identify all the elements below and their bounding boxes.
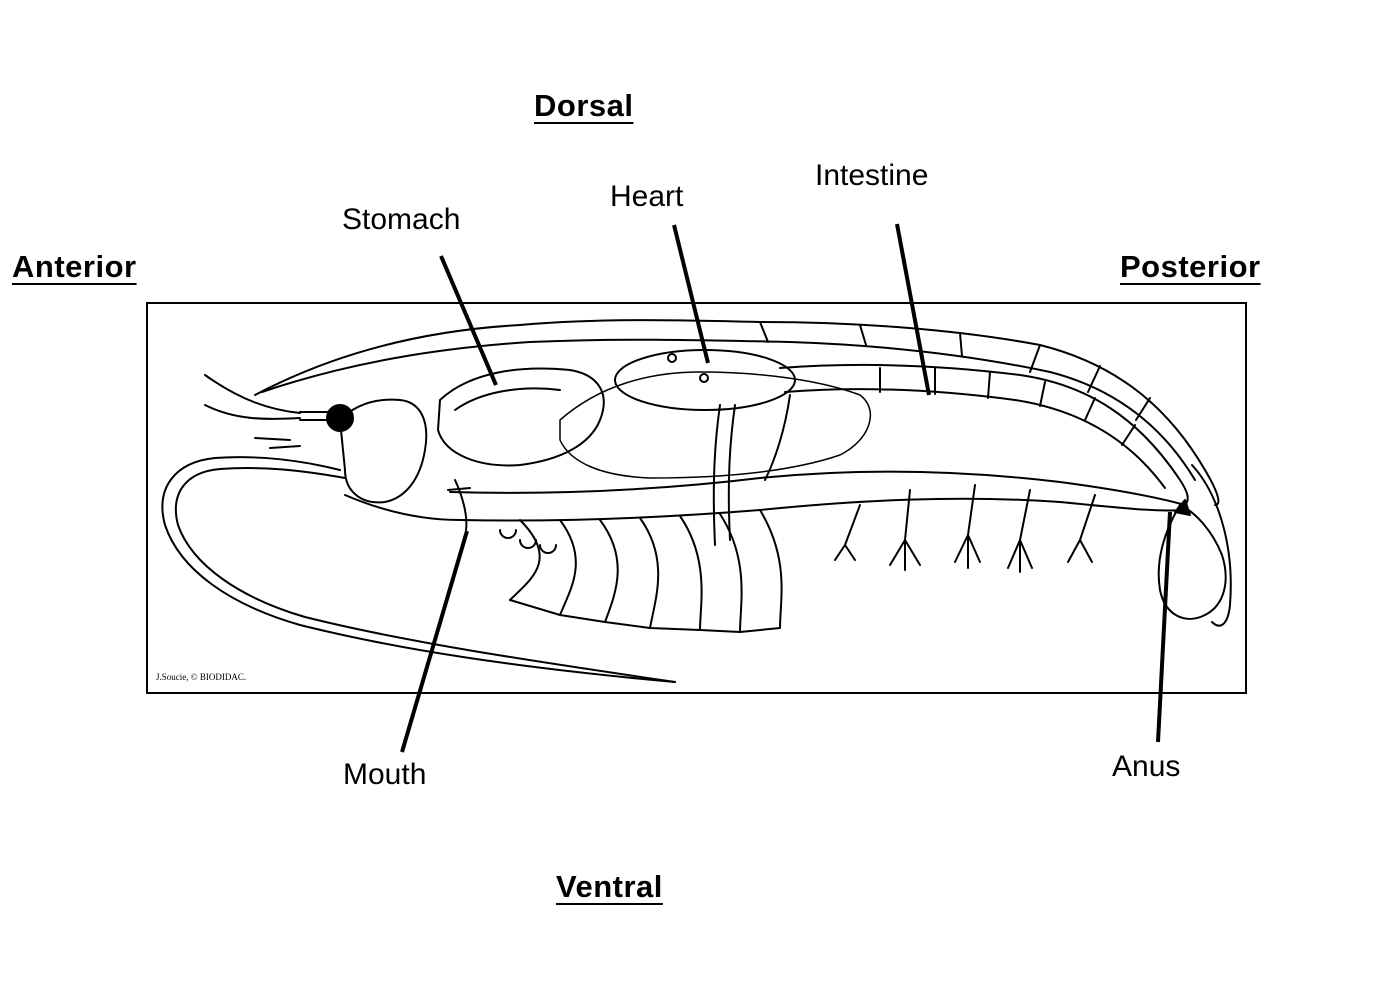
leader-lines [400, 223, 1172, 753]
stomach-leader-line [439, 255, 498, 386]
label-mouth: Mouth [343, 758, 427, 791]
illustration-credit: J.Soucie, © BIODIDAC. [156, 672, 247, 682]
shrimp-drawing [161, 319, 1232, 683]
label-anus: Anus [1112, 750, 1181, 783]
label-stomach: Stomach [342, 203, 461, 236]
orientation-ventral: Ventral [556, 869, 663, 904]
anus-leader-line [1156, 511, 1172, 743]
heart-leader-line [672, 224, 710, 364]
illustration-frame [146, 302, 1247, 694]
orientation-posterior: Posterior [1120, 249, 1261, 284]
intestine-leader-line [895, 223, 931, 396]
mouth-leader-line [400, 530, 469, 753]
orientation-dorsal: Dorsal [534, 88, 634, 123]
orientation-anterior: Anterior [12, 249, 137, 284]
label-intestine: Intestine [815, 159, 929, 192]
label-heart: Heart [610, 180, 684, 213]
